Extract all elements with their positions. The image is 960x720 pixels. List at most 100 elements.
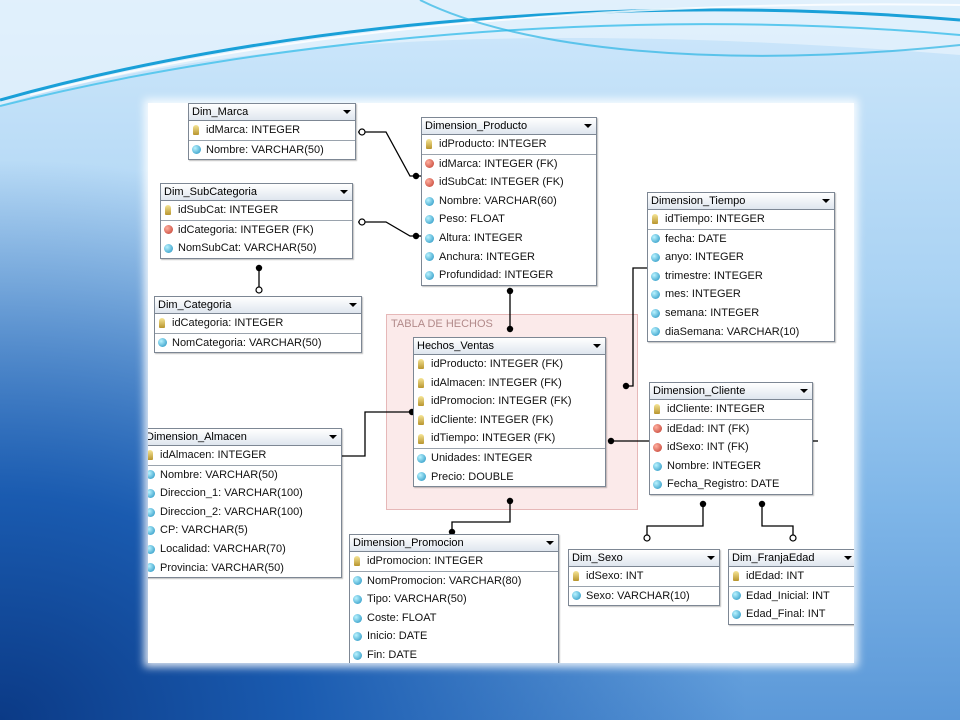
key-icon	[148, 450, 153, 461]
table-title: Hechos_Ventas	[414, 338, 605, 355]
chevron-down-icon[interactable]	[800, 389, 808, 393]
table-row: semana: INTEGER	[665, 306, 760, 319]
table-row: idSubCat: INTEGER	[178, 204, 279, 216]
column-icon	[653, 480, 662, 490]
table-row: Nombre: VARCHAR(50)	[160, 468, 278, 481]
column-icon	[651, 271, 660, 281]
column-icon	[353, 613, 362, 623]
table-row: idProducto: INTEGER (FK)	[431, 358, 564, 370]
table-row: idSubCat: INTEGER (FK)	[439, 176, 564, 189]
column-icon	[148, 544, 155, 554]
table-row: Provincia: VARCHAR(50)	[160, 561, 284, 574]
key-icon	[418, 359, 424, 370]
key-icon	[165, 205, 171, 216]
table-row: Nombre: VARCHAR(60)	[439, 194, 557, 207]
column-icon	[572, 591, 581, 601]
table-dim-subcategoria[interactable]: Dim_SubCategoria idSubCat: INTEGER idCat…	[160, 183, 353, 259]
column-icon	[158, 338, 167, 348]
table-row: Nombre: INTEGER	[667, 459, 762, 472]
column-icon	[148, 526, 155, 536]
chevron-down-icon[interactable]	[822, 199, 830, 203]
table-title: Dimension_Promocion	[350, 535, 558, 552]
header-swoosh	[0, 0, 960, 107]
key-icon	[573, 571, 579, 582]
chevron-down-icon[interactable]	[343, 110, 351, 114]
table-row: anyo: INTEGER	[665, 251, 744, 264]
key-icon	[654, 404, 660, 415]
table-title: Dimension_Tiempo	[648, 193, 834, 210]
table-row: Fin: DATE	[367, 648, 417, 661]
table-hechos-ventas[interactable]: Hechos_Ventas idProducto: INTEGER (FK) i…	[413, 337, 606, 488]
table-row: idMarca: INTEGER (FK)	[439, 157, 558, 170]
column-icon	[651, 234, 660, 244]
table-row: mes: INTEGER	[665, 288, 741, 301]
table-dim-franjaedad[interactable]: Dim_FranjaEdad idEdad: INT Edad_Inicial:…	[728, 549, 854, 625]
table-row: Sexo: VARCHAR(10)	[586, 589, 690, 602]
table-row: Nombre: VARCHAR(50)	[206, 143, 324, 156]
column-icon	[651, 252, 660, 262]
key-icon	[193, 125, 199, 136]
table-row: idProducto: INTEGER	[439, 138, 547, 150]
table-row: NomCategoria: VARCHAR(50)	[172, 336, 322, 349]
table-row: idSexo: INT (FK)	[667, 441, 749, 454]
table-row: idCategoria: INTEGER (FK)	[178, 223, 314, 236]
chevron-down-icon[interactable]	[329, 435, 337, 439]
column-icon	[651, 308, 660, 318]
foreign-key-icon	[653, 424, 662, 434]
column-icon	[353, 576, 362, 586]
table-row: idCliente: INTEGER	[667, 403, 765, 415]
group-label: TABLA DE HECHOS	[391, 318, 493, 330]
table-title: Dim_Sexo	[569, 550, 719, 567]
table-row: Anchura: INTEGER	[439, 250, 535, 263]
column-icon	[417, 453, 426, 463]
column-icon	[417, 472, 426, 482]
table-row: Edad_Final: INT	[746, 608, 826, 621]
table-row: Direccion_2: VARCHAR(100)	[160, 505, 303, 518]
relationship-lines	[255, 128, 818, 542]
foreign-key-icon	[164, 225, 173, 235]
table-dimension-tiempo[interactable]: Dimension_Tiempo idTiempo: INTEGER fecha…	[647, 192, 835, 343]
column-icon	[425, 215, 434, 225]
chevron-down-icon[interactable]	[584, 124, 592, 128]
table-row: idAlmacen: INTEGER (FK)	[431, 376, 562, 389]
column-icon	[651, 327, 660, 337]
column-icon	[148, 563, 155, 573]
chevron-down-icon[interactable]	[546, 541, 554, 545]
table-row: idPromocion: INTEGER	[367, 555, 484, 567]
table-row: Fecha_Registro: DATE	[667, 478, 780, 491]
chevron-down-icon[interactable]	[593, 344, 601, 348]
table-title: Dim_Categoria	[155, 297, 361, 314]
table-dim-categoria[interactable]: Dim_Categoria idCategoria: INTEGER NomCa…	[154, 296, 362, 354]
table-dimension-almacen[interactable]: Dimension_Almacen idAlmacen: INTEGER Nom…	[148, 428, 342, 579]
table-dim-sexo[interactable]: Dim_Sexo idSexo: INT Sexo: VARCHAR(10)	[568, 549, 720, 607]
table-row: Coste: FLOAT	[367, 611, 437, 624]
table-dimension-promocion[interactable]: Dimension_Promocion idPromocion: INTEGER…	[349, 534, 559, 663]
table-dim-marca[interactable]: Dim_Marca idMarca: INTEGER Nombre: VARCH…	[188, 103, 356, 161]
table-row: diaSemana: VARCHAR(10)	[665, 325, 800, 338]
table-dimension-cliente[interactable]: Dimension_Cliente idCliente: INTEGER idE…	[649, 382, 813, 495]
chevron-down-icon[interactable]	[707, 556, 715, 560]
column-icon	[148, 470, 155, 480]
chevron-down-icon[interactable]	[844, 556, 852, 560]
key-icon	[418, 433, 424, 444]
key-icon	[426, 139, 432, 150]
table-row: Unidades: INTEGER	[431, 451, 533, 464]
column-icon	[425, 252, 434, 262]
column-icon	[164, 243, 173, 253]
table-row: idCliente: INTEGER (FK)	[431, 413, 554, 426]
table-row: fecha: DATE	[665, 232, 727, 245]
chevron-down-icon[interactable]	[349, 303, 357, 307]
table-title: Dim_Marca	[189, 104, 355, 121]
chevron-down-icon[interactable]	[340, 190, 348, 194]
table-dimension-producto[interactable]: Dimension_Producto idProducto: INTEGER i…	[421, 117, 597, 286]
table-row: idEdad: INT	[746, 570, 805, 582]
table-row: idEdad: INT (FK)	[667, 422, 750, 435]
table-row: idMarca: INTEGER	[206, 124, 301, 136]
table-title: Dimension_Producto	[422, 118, 596, 135]
table-row: idAlmacen: INTEGER	[160, 449, 267, 461]
key-icon	[733, 571, 739, 582]
table-title: Dim_FranjaEdad	[729, 550, 854, 567]
column-icon	[353, 632, 362, 642]
table-title: Dimension_Cliente	[650, 383, 812, 400]
column-icon	[425, 270, 434, 280]
